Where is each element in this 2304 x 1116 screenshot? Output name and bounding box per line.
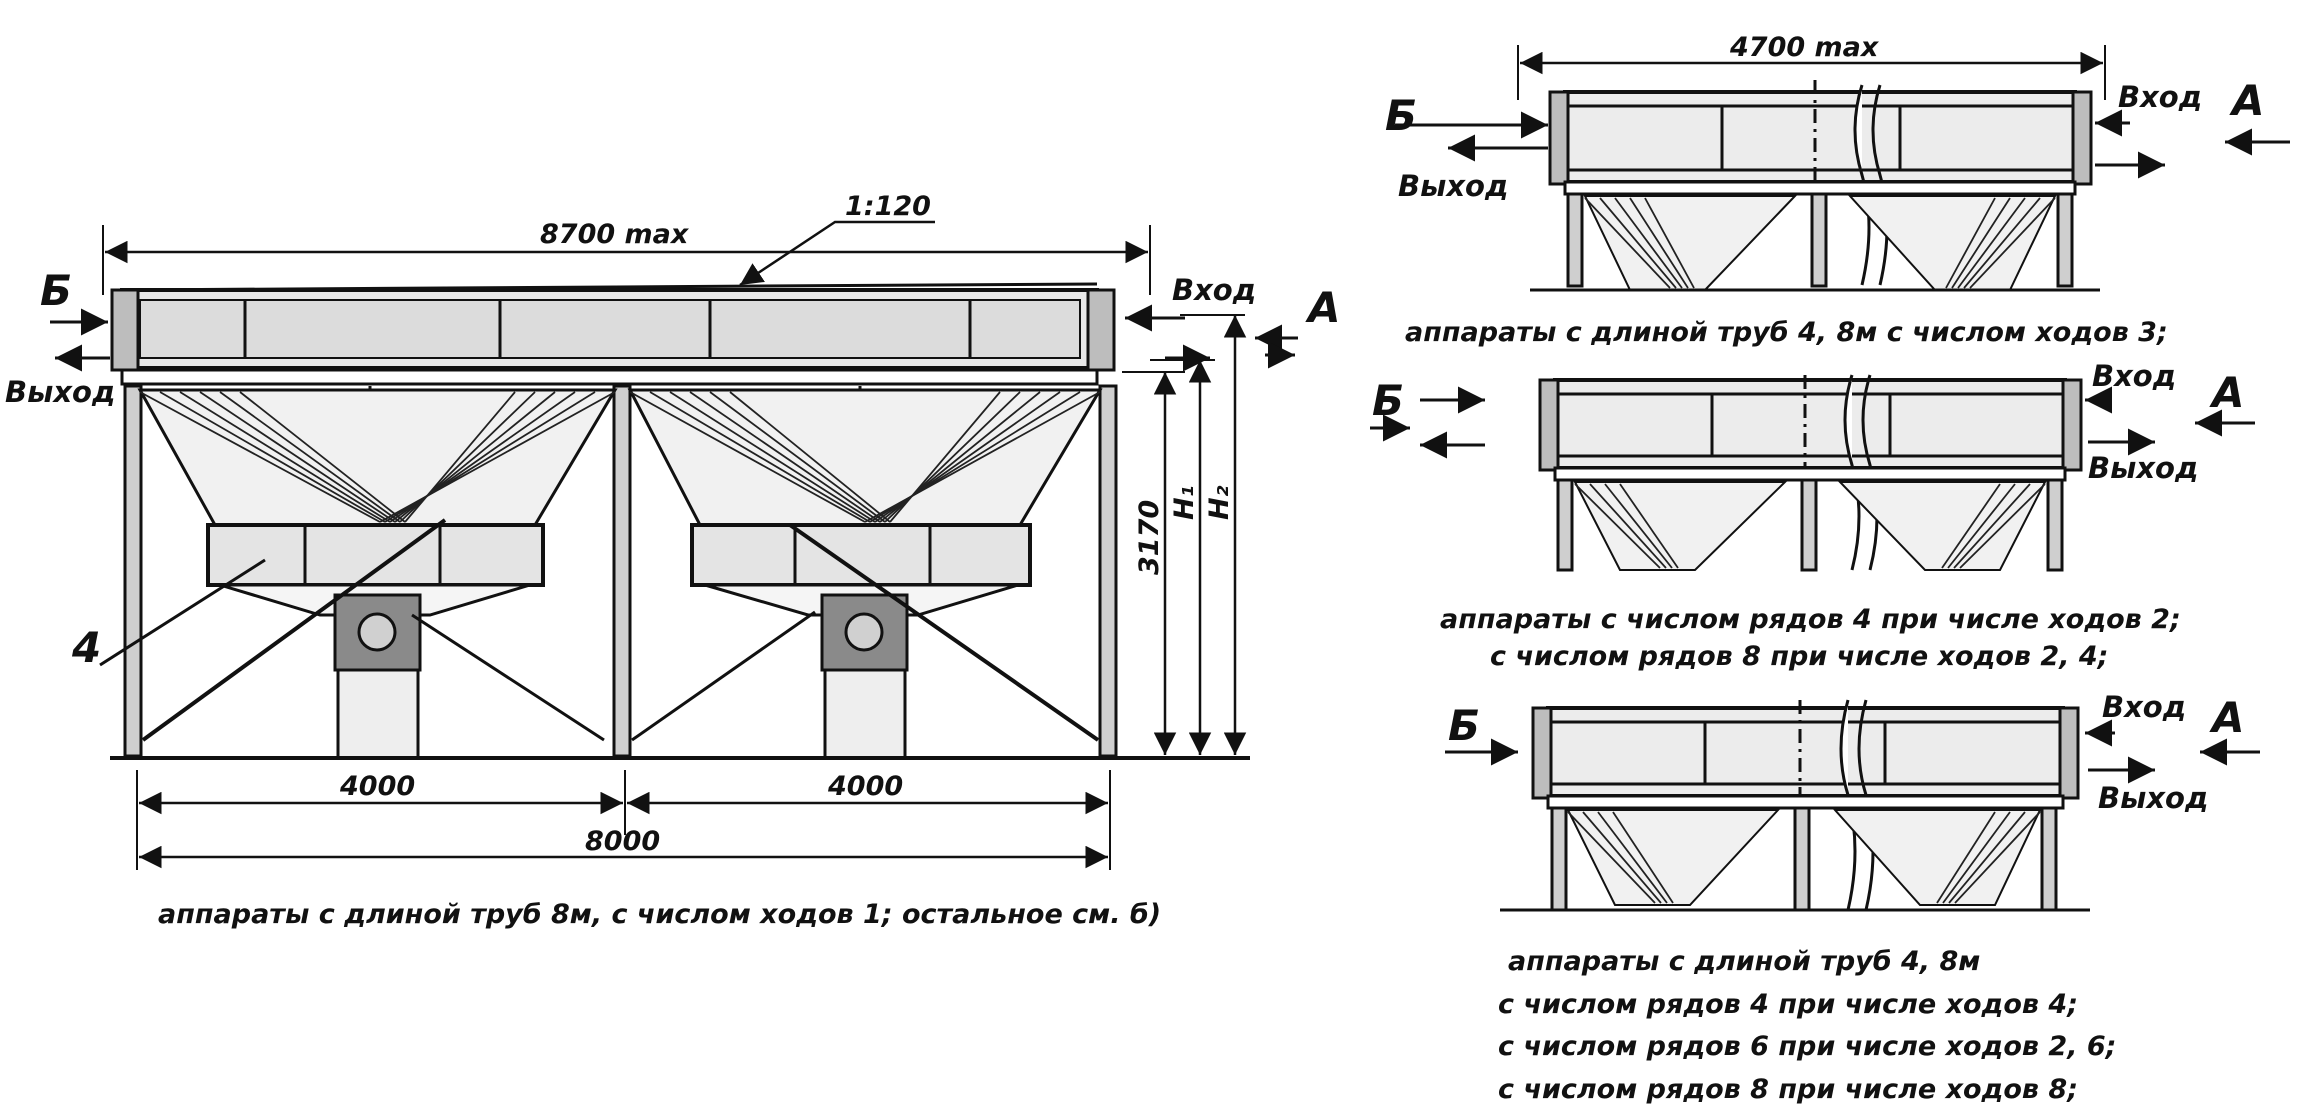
slope-label: 1:120 [845, 191, 931, 222]
h2-label: H₂ [1204, 485, 1235, 520]
variant-2-caption-line-1: аппараты с числом рядов 4 при числе ходо… [1440, 604, 2181, 635]
dim-height: 3170 [1134, 500, 1165, 575]
outlet-label: Выход [5, 375, 115, 409]
dim-total-width: 8700 max [540, 219, 690, 250]
variant-3-caption-line-2: с числом рядов 4 при числе ходов 4; [1498, 989, 2078, 1020]
inlet-label: Вход [2118, 80, 2202, 114]
outlet-label: Выход [2088, 451, 2198, 485]
variant-1-caption: аппараты с длиной труб 4, 8м с числом хо… [1405, 317, 2168, 348]
view-a-label: А [2209, 368, 2245, 417]
h1-label: H₁ [1169, 486, 1200, 520]
dim-span: 8000 [585, 826, 660, 857]
fan-unit-left [137, 388, 618, 760]
inlet-label: Вход [2102, 690, 2186, 724]
variant-2-view: Б Вход А Выход аппараты с числом рядов 4… [1370, 359, 2255, 672]
callout-leader [99, 558, 266, 667]
variant-1-view: 4700 max Б Выход Вход А а [1385, 32, 2290, 348]
view-b-label: Б [1385, 91, 1417, 140]
dim-width: 4700 max [1729, 32, 1880, 63]
variant-3-view: Б Вход А Выход аппараты с длиной труб 4,… [1445, 690, 2260, 1105]
slope-leader [739, 220, 935, 287]
dim-right: 4000 [827, 771, 903, 802]
inlet-label: Вход [2092, 359, 2176, 393]
view-a-label: А [1305, 283, 1341, 332]
view-b-label: Б [1372, 376, 1404, 425]
view-a-label: А [2229, 76, 2265, 125]
callout-4: 4 [71, 623, 101, 672]
variant-3-caption-line-3: с числом рядов 6 при числе ходов 2, 6; [1498, 1031, 2116, 1062]
outlet-label: Выход [1398, 169, 1508, 203]
main-caption: аппараты с длиной труб 8м, с числом ходо… [158, 899, 1161, 930]
main-view: 8700 max 1:120 [5, 191, 1341, 930]
inlet-label: Вход [1172, 273, 1256, 307]
variant-3-caption-line-4: с числом рядов 8 при числе ходов 8; [1498, 1074, 2078, 1105]
view-a-label: А [2209, 693, 2245, 742]
view-b-label: Б [1448, 701, 1480, 750]
variant-2-caption-line-2: с числом рядов 8 при числе ходов 2, 4; [1490, 641, 2108, 672]
view-b-label: Б [40, 266, 72, 315]
fan-unit-right [627, 388, 1103, 760]
outlet-label: Выход [2098, 781, 2208, 815]
heat-exchanger-section [110, 282, 1116, 386]
variant-3-caption-line-1: аппараты с длиной труб 4, 8м [1508, 946, 1980, 977]
dim-left: 4000 [339, 771, 415, 802]
